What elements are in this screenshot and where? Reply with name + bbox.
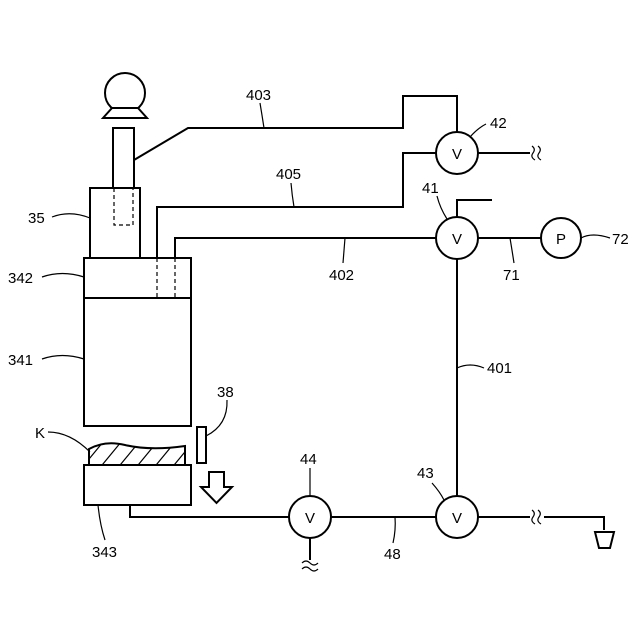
component-341-block: [84, 298, 191, 426]
label-403: 403: [246, 87, 271, 104]
label-k: K: [35, 425, 45, 442]
down-arrow-icon: [201, 472, 232, 503]
label-342: 342: [8, 270, 33, 287]
svg-text:V: V: [452, 231, 462, 248]
label-402: 402: [329, 267, 354, 284]
shaft-rod: [113, 128, 134, 188]
label-71: 71: [503, 267, 520, 284]
label-341: 341: [8, 352, 33, 369]
component-342-block: [84, 258, 191, 298]
label-401: 401: [487, 360, 512, 377]
label-43: 43: [417, 465, 434, 482]
break-mark-43: [532, 510, 541, 524]
line-402: [175, 238, 437, 258]
label-42: 42: [490, 115, 507, 132]
svg-text:V: V: [452, 146, 462, 163]
valve-43: V: [436, 496, 478, 538]
label-343: 343: [92, 544, 117, 561]
drain-cup-icon: [595, 532, 614, 548]
valve-42: V: [436, 132, 478, 174]
svg-text:V: V: [452, 510, 462, 527]
label-35: 35: [28, 210, 45, 227]
svg-text:V: V: [305, 510, 315, 527]
sensor-38: [197, 427, 206, 463]
label-41: 41: [422, 180, 439, 197]
valve-41: V: [436, 217, 478, 259]
label-72: 72: [612, 231, 629, 248]
break-mark-44: [302, 561, 318, 571]
line-403: [134, 96, 457, 160]
pump-72: P: [541, 218, 581, 258]
label-405: 405: [276, 166, 301, 183]
svg-text:P: P: [556, 231, 566, 248]
label-38: 38: [217, 384, 234, 401]
label-44: 44: [300, 451, 317, 468]
line-48: [130, 505, 289, 517]
break-mark-42: [532, 146, 541, 160]
label-48: 48: [384, 546, 401, 563]
drain-line: [544, 517, 604, 530]
valve-41-vent: [457, 200, 492, 218]
valve-44: V: [289, 496, 331, 538]
component-343-block: [84, 465, 191, 505]
motor: [103, 73, 147, 118]
